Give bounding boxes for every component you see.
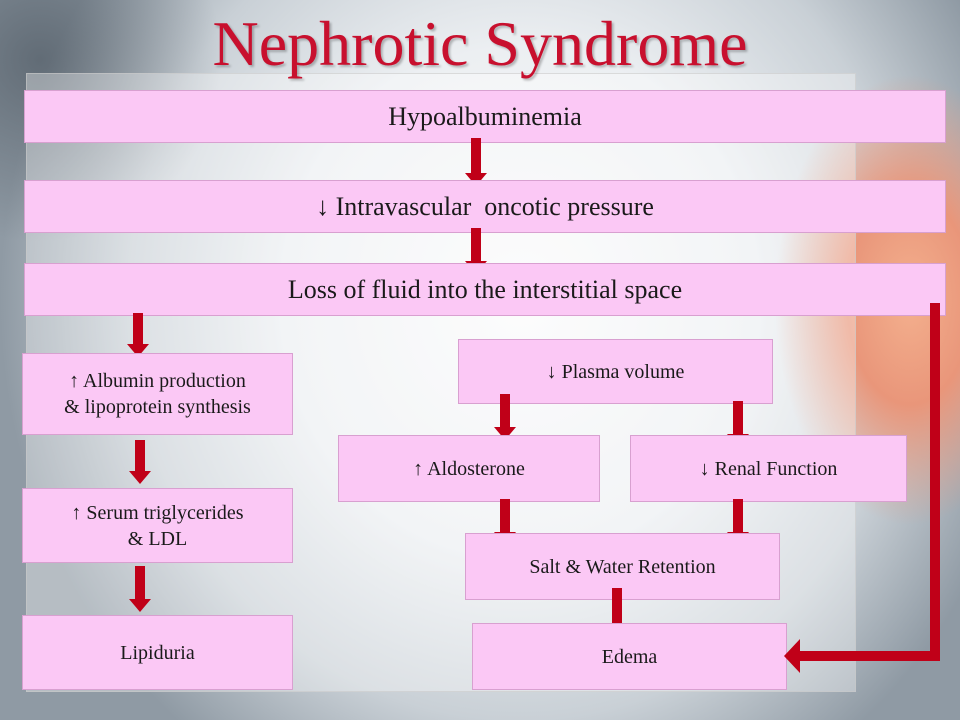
arrow-triglycerides-to-lipiduria [129,566,151,612]
box-fluid-loss: Loss of fluid into the interstitial spac… [24,263,946,316]
box-oncotic-pressure: ↓ Intravascular oncotic pressure [24,180,946,233]
box-renal-function: ↓ Renal Function [630,435,907,502]
arrow-hypo-to-oncotic [465,138,487,186]
box-label-line2: & LDL [127,527,188,550]
box-label: Hypoalbuminemia [388,101,582,131]
box-label-line2: & lipoprotein synthesis [64,396,251,418]
connector-fluid-to-edema-vertical [930,303,940,661]
arrow-fluid-to-albumin [127,313,149,357]
box-label: Lipiduria [120,641,195,664]
box-label: ↓ Intravascular oncotic pressure [316,191,654,221]
box-label: Edema [601,645,658,668]
box-edema: Edema [472,623,787,690]
connector-fluid-to-edema-horizontal [800,651,940,661]
arrowhead-into-edema [784,639,800,673]
box-salt-water-retention: Salt & Water Retention [465,533,780,600]
box-label: ↑ Aldosterone [413,457,525,480]
arrow-plasma-to-aldosterone [494,394,516,440]
box-aldosterone: ↑ Aldosterone [338,435,600,502]
box-serum-triglycerides: ↑ Serum triglycerides & LDL [22,488,293,563]
slide-title: Nephrotic Syndrome [212,8,748,79]
arrow-albumin-to-triglycerides [129,440,151,484]
box-label: Salt & Water Retention [529,555,716,578]
box-label: ↓ Renal Function [699,457,838,480]
box-hypoalbuminemia: Hypoalbuminemia [24,90,946,143]
box-lipiduria: Lipiduria [22,615,293,690]
box-label-line1: ↑ Serum triglycerides [71,501,244,524]
box-plasma-volume: ↓ Plasma volume [458,339,773,404]
box-label: ↓ Plasma volume [546,360,685,383]
box-albumin-production: ↑ Albumin production & lipoprotein synth… [22,353,293,435]
box-label: Loss of fluid into the interstitial spac… [287,274,683,304]
box-label-line1: ↑ Albumin production [69,370,246,392]
